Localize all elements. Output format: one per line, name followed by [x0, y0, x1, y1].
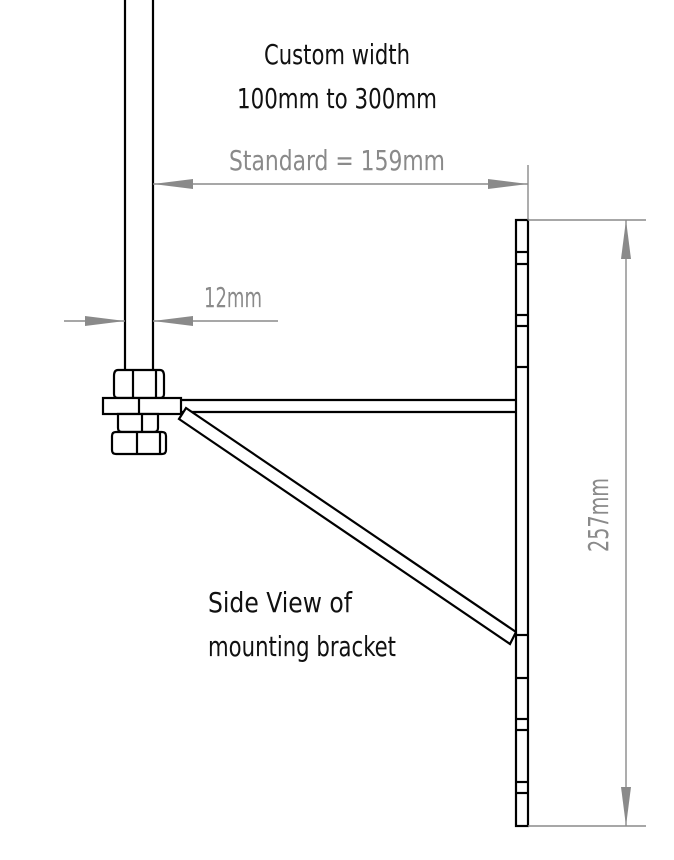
- lower-nut: [116, 412, 160, 434]
- caption-line-2: mounting bracket: [208, 630, 396, 663]
- plate-height-label: 257mm: [582, 478, 615, 552]
- wall-plate: [514, 218, 530, 828]
- title-line-1: Custom width: [264, 38, 410, 71]
- diagonal-brace: [177, 406, 518, 646]
- title-line-2: 100mm to 300mm: [237, 82, 437, 115]
- threaded-rod: [123, 0, 155, 370]
- rod-diameter-dimension: [64, 316, 278, 326]
- caption-line-1: Side View of: [208, 586, 353, 619]
- washer: [101, 396, 183, 416]
- standard-width-dimension: [153, 165, 529, 220]
- upper-hex-nut: [112, 368, 166, 400]
- plate-height-dimension: [528, 219, 646, 827]
- standard-width-label: Standard = 159mm: [229, 144, 445, 177]
- horizontal-arm: [181, 398, 516, 414]
- bottom-hex-nut: [110, 430, 168, 456]
- rod-diameter-label: 12mm: [204, 281, 262, 314]
